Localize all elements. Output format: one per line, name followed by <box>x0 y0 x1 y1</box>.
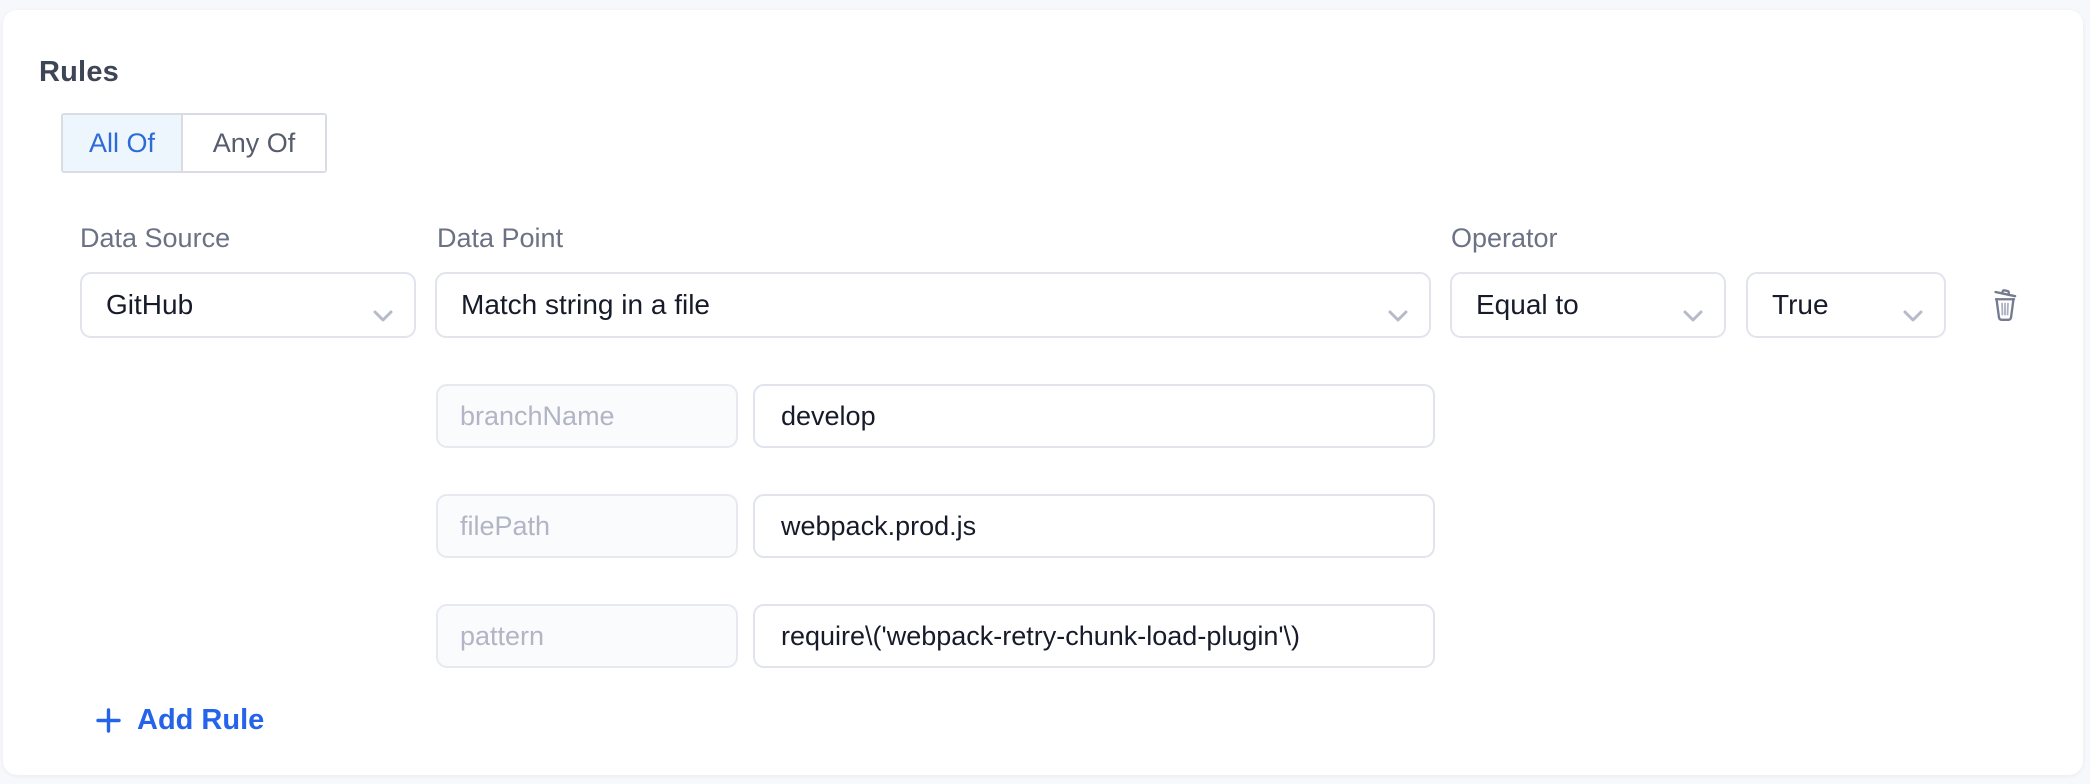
operator-select[interactable]: Equal to <box>1450 272 1726 338</box>
param-name-field: pattern <box>436 604 738 668</box>
param-name-field: filePath <box>436 494 738 558</box>
chevron-down-icon <box>372 299 394 331</box>
add-rule-button[interactable]: Add Rule <box>95 704 264 737</box>
data-source-label: Data Source <box>80 223 231 253</box>
param-value-input[interactable] <box>753 494 1435 558</box>
all-of-button[interactable]: All Of <box>63 115 181 171</box>
rules-card: Rules All Of Any Of Data Source Data Poi… <box>3 10 2083 775</box>
param-value-input[interactable] <box>753 604 1435 668</box>
add-rule-label: Add Rule <box>137 704 265 736</box>
param-value-input[interactable] <box>753 384 1435 448</box>
data-source-select[interactable]: GitHub <box>80 272 416 338</box>
section-title: Rules <box>39 56 119 88</box>
plus-icon <box>95 707 122 734</box>
data-source-value: GitHub <box>106 289 194 320</box>
operand-select[interactable]: True <box>1746 272 1946 338</box>
chevron-down-icon <box>1682 299 1704 331</box>
chevron-down-icon <box>1902 299 1924 331</box>
operand-value: True <box>1772 289 1829 320</box>
data-point-label: Data Point <box>437 223 564 253</box>
match-mode-toggle: All Of Any Of <box>61 113 327 173</box>
data-point-value: Match string in a file <box>461 289 710 320</box>
any-of-button[interactable]: Any Of <box>181 115 325 171</box>
delete-rule-button[interactable] <box>1981 276 2029 334</box>
param-name-field: branchName <box>436 384 738 448</box>
data-point-select[interactable]: Match string in a file <box>435 272 1431 338</box>
trash-icon <box>1989 286 2021 325</box>
operator-value: Equal to <box>1476 289 1579 320</box>
operator-label: Operator <box>1451 223 1558 253</box>
chevron-down-icon <box>1387 299 1409 331</box>
